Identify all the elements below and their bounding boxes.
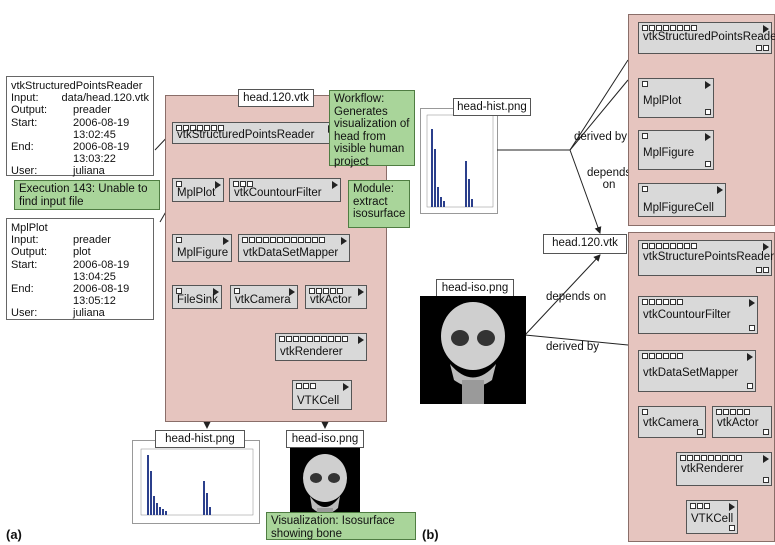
module-b-vtkcell[interactable]: VTKCell — [686, 500, 738, 534]
module-label: vtkStructurePointsReader — [643, 251, 775, 263]
module-b-vtkstructuredpointsreader[interactable]: vtkStructuredPointsReader — [638, 22, 775, 54]
module-label: vtkCamera — [643, 417, 699, 429]
module-menu-arrow-icon[interactable] — [358, 336, 364, 344]
module-menu-arrow-icon[interactable] — [749, 299, 755, 307]
info-title: MplPlot — [11, 222, 48, 234]
edge-label-derived-top: derived by — [574, 131, 628, 143]
note-workflow: Workflow: Generates visualization of hea… — [329, 90, 415, 168]
module-label: VTKCell — [297, 395, 340, 407]
module-b-vtkactor[interactable]: vtkActor — [712, 406, 772, 438]
module-menu-arrow-icon[interactable] — [747, 353, 753, 361]
info-box-mplplot: MplPlot Input:preader Output:plot Start:… — [6, 218, 154, 320]
module-menu-arrow-icon[interactable] — [705, 133, 711, 141]
module-b-vtkrenderer[interactable]: vtkRenderer — [676, 452, 772, 486]
edge-hist-derived — [569, 79, 629, 151]
file-head-hist-a[interactable]: head-hist.png — [155, 430, 245, 448]
module-label: vtkDataSetMapper — [243, 247, 339, 259]
edge-iso-derived — [524, 334, 629, 346]
module-label: vtkCamera — [235, 294, 291, 306]
module-menu-arrow-icon[interactable] — [705, 81, 711, 89]
module-mplfigure[interactable]: MplFigure — [172, 234, 232, 262]
module-menu-arrow-icon[interactable] — [332, 181, 338, 189]
module-label: MplPlot — [177, 187, 216, 199]
module-label: VTKCell — [691, 513, 734, 525]
module-menu-arrow-icon[interactable] — [215, 181, 221, 189]
module-menu-arrow-icon[interactable] — [729, 503, 735, 511]
module-vtkdatasetmapper[interactable]: vtkDataSetMapper — [238, 234, 350, 262]
isosurface-thumbnail-b — [420, 296, 526, 404]
module-menu-arrow-icon[interactable] — [213, 288, 219, 296]
module-vtkcamera[interactable]: vtkCamera — [230, 285, 298, 309]
note-execution-error: Execution 143: Unable to find input file — [14, 180, 160, 210]
module-menu-arrow-icon[interactable] — [341, 237, 347, 245]
file-head-iso-b[interactable]: head-iso.png — [436, 279, 514, 297]
module-label: vtkActor — [717, 417, 759, 429]
module-label: vtkCountourFilter — [643, 309, 731, 321]
file-head-iso-a[interactable]: head-iso.png — [286, 430, 364, 448]
module-menu-arrow-icon[interactable] — [223, 237, 229, 245]
edge-hist-depends — [569, 149, 602, 234]
module-label: vtkActor — [310, 294, 352, 306]
module-menu-arrow-icon[interactable] — [289, 288, 295, 296]
module-b-mplfigurecell[interactable]: MplFigureCell — [638, 183, 726, 217]
edge-label-depends-bottom: depends on — [546, 291, 607, 303]
module-menu-arrow-icon[interactable] — [343, 383, 349, 391]
module-menu-arrow-icon[interactable] — [358, 288, 364, 296]
module-b-vtkdatasetmapper[interactable]: vtkDataSetMapper — [638, 350, 756, 392]
module-label: vtkStructuredPointsReader — [177, 129, 315, 141]
module-menu-arrow-icon[interactable] — [763, 455, 769, 463]
file-head-hist-b[interactable]: head-hist.png — [453, 98, 531, 116]
edge-label-derived-bottom: derived by — [546, 341, 600, 353]
module-vtkstructuredpointsreader[interactable]: vtkStructuredPointsReader — [172, 122, 337, 144]
edge-label-depends-top: depends on — [587, 167, 632, 191]
module-label: vtkCountourFilter — [234, 187, 322, 199]
module-menu-arrow-icon[interactable] — [763, 243, 769, 251]
module-label: vtkRenderer — [681, 463, 744, 475]
module-label: MplPlot — [643, 95, 682, 107]
info-title: vtkStructuredPointsReader — [11, 80, 143, 92]
caption-a: (a) — [6, 527, 22, 542]
module-vtkactor[interactable]: vtkActor — [305, 285, 367, 309]
caption-b: (b) — [422, 527, 439, 542]
module-vtkrenderer[interactable]: vtkRenderer — [275, 333, 367, 361]
edge-hist-derived2 — [569, 59, 629, 151]
file-head-vtk-a[interactable]: head.120.vtk — [238, 89, 314, 107]
skull-image-b — [420, 296, 526, 404]
module-mplplot[interactable]: MplPlot — [172, 178, 224, 202]
module-b-vtkcamera[interactable]: vtkCamera — [638, 406, 706, 438]
module-input-ports — [176, 125, 224, 131]
note-visualization: Visualization: Isosurface showing bone — [266, 512, 416, 540]
module-label: vtkDataSetMapper — [643, 367, 739, 379]
module-b-mplplot[interactable]: MplPlot — [638, 78, 714, 118]
module-label: FileSink — [177, 294, 218, 306]
module-vtkcell[interactable]: VTKCell — [292, 380, 352, 410]
module-b-mplfigure[interactable]: MplFigure — [638, 130, 714, 170]
module-label: vtkRenderer — [280, 346, 343, 358]
module-filesink[interactable]: FileSink — [172, 285, 222, 309]
module-b-vtkcountourfilter[interactable]: vtkCountourFilter — [638, 296, 758, 334]
info-box-reader: vtkStructuredPointsReader Input:data/hea… — [6, 76, 154, 177]
module-label: MplFigure — [177, 247, 229, 259]
module-b-vtkstructurepointsreader[interactable]: vtkStructurePointsReader — [638, 240, 775, 276]
module-label: vtkStructuredPointsReader — [643, 31, 775, 43]
module-menu-arrow-icon[interactable] — [763, 25, 769, 33]
module-vtkcountourfilter[interactable]: vtkCountourFilter — [229, 178, 341, 202]
module-label: MplFigure — [643, 147, 695, 159]
module-label: MplFigureCell — [643, 202, 714, 214]
module-menu-arrow-icon[interactable] — [717, 186, 723, 194]
file-head-vtk-b[interactable]: head.120.vtk — [543, 234, 627, 254]
edge-iso-depends — [524, 254, 601, 336]
note-module: Module: extract isosurface — [348, 180, 410, 228]
